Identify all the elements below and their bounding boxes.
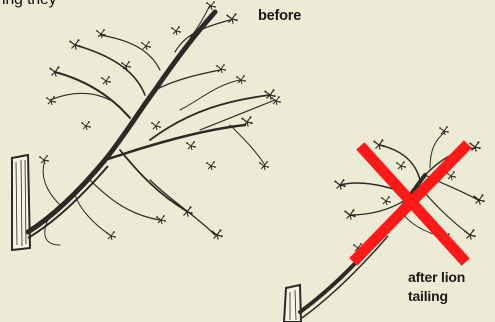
after-caption: after lion tailing (408, 268, 465, 306)
before-twigs (39, 1, 281, 240)
before-caption: before (258, 8, 301, 24)
before-main-limb (28, 12, 215, 232)
top-text-fragment: ing they (2, 0, 56, 9)
before-tree (12, 1, 281, 250)
red-x-icon (357, 148, 464, 258)
after-caption-line1: after lion (408, 268, 465, 287)
after-caption-line2: tailing (408, 287, 465, 306)
after-trunk (284, 285, 301, 322)
